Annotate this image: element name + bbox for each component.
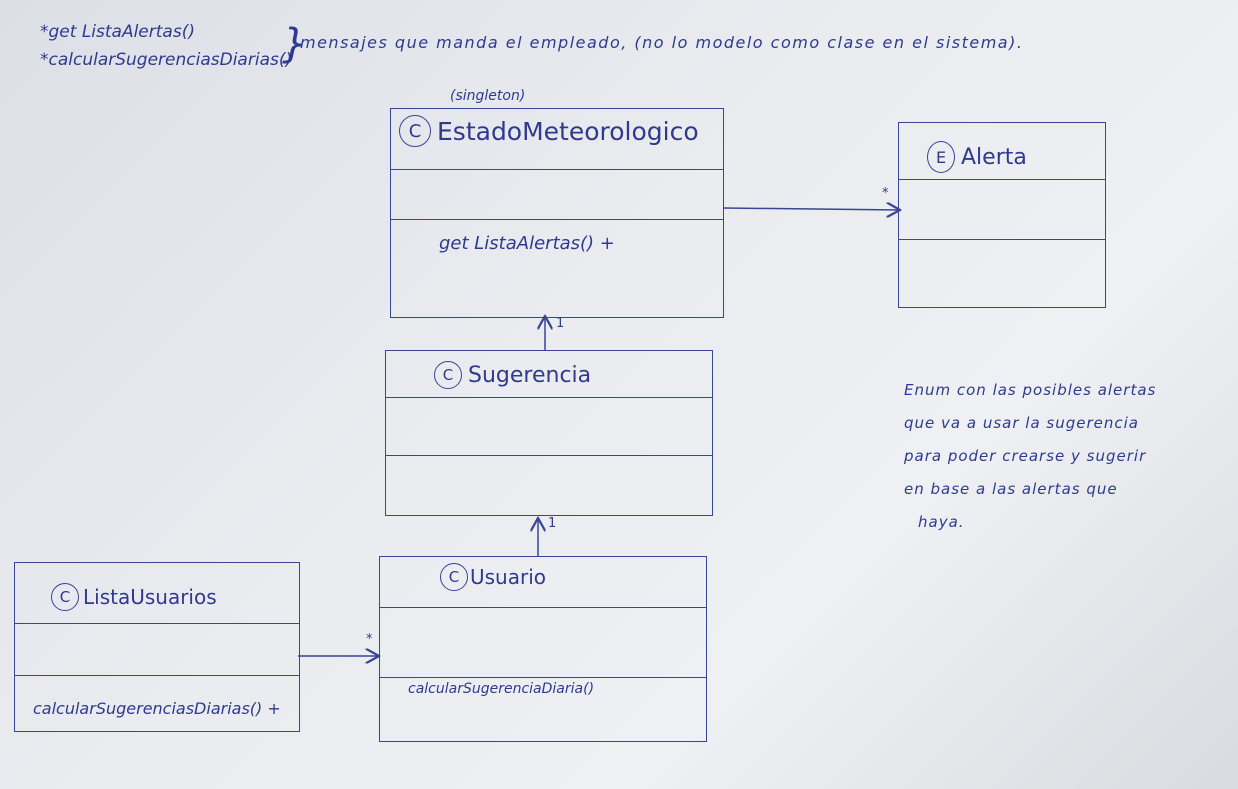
methods-compartment [386, 455, 712, 456]
methods-compartment [15, 675, 299, 676]
singleton-stereotype: (singleton) [450, 88, 526, 104]
side-note-line: que va a usar la sugerencia [904, 414, 1139, 432]
class-sugerencia: C Sugerencia [385, 350, 713, 516]
enum-badge-icon: E [927, 141, 955, 173]
multiplicity-lista-usuario: * [366, 632, 373, 647]
multiplicity-estado-alerta: * [882, 186, 889, 201]
class-name: Usuario [470, 565, 547, 589]
class-name: Sugerencia [468, 362, 592, 388]
class-name: EstadoMeteorologico [437, 116, 699, 146]
class-estado-meteorologico: C EstadoMeteorologico get ListaAlertas()… [390, 108, 724, 318]
attributes-compartment [391, 169, 723, 170]
methods-compartment [380, 677, 706, 678]
class-badge-icon: C [434, 361, 462, 389]
class-badge-icon: C [399, 115, 431, 147]
class-lista-usuarios: C ListaUsuarios calcularSugerenciasDiari… [14, 562, 300, 732]
attributes-compartment [899, 179, 1105, 180]
header-note-line2: *calcularSugerenciasDiarias() [40, 50, 293, 70]
header-note-line1: *get ListaAlertas() [40, 22, 195, 42]
side-note-line: haya. [918, 513, 965, 531]
side-note-line: en base a las alertas que [904, 480, 1118, 498]
multiplicity-sugerencia-estado: 1 [556, 316, 565, 331]
class-badge-icon: C [51, 583, 79, 611]
class-method: calcularSugerenciasDiarias() + [33, 699, 281, 718]
header-note-comment: mensajes que manda el empleado, (no lo m… [300, 33, 1024, 52]
side-note-line: Enum con las posibles alertas [904, 381, 1157, 399]
attributes-compartment [380, 607, 706, 608]
class-method: get ListaAlertas() + [439, 233, 615, 254]
methods-compartment [899, 239, 1105, 240]
class-method: calcularSugerenciaDiaria() [408, 681, 595, 697]
class-badge-icon: C [440, 563, 468, 591]
attributes-compartment [386, 397, 712, 398]
class-usuario: C Usuario calcularSugerenciaDiaria() [379, 556, 707, 742]
class-name: Alerta [961, 144, 1027, 170]
attributes-compartment [15, 623, 299, 624]
association-estado-alerta [723, 208, 900, 210]
enum-alerta: E Alerta [898, 122, 1106, 308]
methods-compartment [391, 219, 723, 220]
enum-side-note: Enum con las posibles alertas que va a u… [904, 374, 1156, 539]
multiplicity-usuario-sugerencia: 1 [548, 516, 557, 531]
header-brace: } [282, 21, 308, 67]
class-name: ListaUsuarios [83, 585, 217, 609]
side-note-line: para poder crearse y sugerir [904, 447, 1147, 465]
